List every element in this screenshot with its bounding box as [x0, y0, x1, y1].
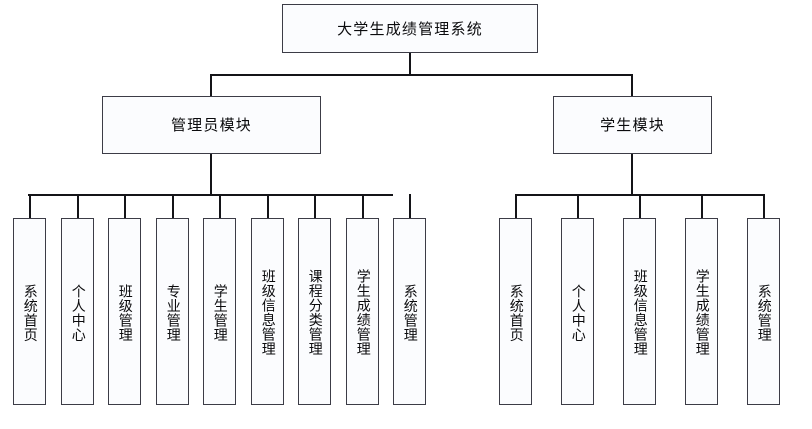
leaf-node-student-leaf-4[interactable]: 学生成绩管理 [685, 218, 718, 405]
leaf-node-admin-leaf-3-label: 班级管理 [116, 283, 133, 342]
connector-student-leaf-2-drop [576, 194, 579, 218]
root-node[interactable]: 大学生成绩管理系统 [282, 4, 538, 53]
branch-node-student-module-label: 学生模块 [600, 116, 665, 134]
leaf-node-admin-leaf-4[interactable]: 专业管理 [156, 218, 189, 405]
connector-admin-leaf-5-drop [218, 194, 221, 218]
branch-node-student-module[interactable]: 学生模块 [553, 96, 712, 154]
leaf-node-admin-leaf-1[interactable]: 系统首页 [13, 218, 46, 405]
connector-student-down [631, 74, 633, 97]
leaf-node-admin-leaf-9-label: 系统管理 [401, 283, 418, 342]
leaf-node-student-leaf-1[interactable]: 系统首页 [499, 218, 532, 405]
connector-admin-leaf-8-drop [361, 194, 364, 218]
leaf-node-student-leaf-3-label: 班级信息管理 [631, 269, 648, 356]
connector-root-down [409, 53, 411, 75]
connector-level1-bus [210, 74, 633, 76]
connector-student-leaf-1-drop [514, 194, 517, 218]
leaf-node-admin-leaf-6[interactable]: 班级信息管理 [251, 218, 284, 405]
connector-admin-stem [210, 154, 212, 195]
root-node-label: 大学生成绩管理系统 [337, 19, 483, 38]
leaf-node-admin-leaf-2[interactable]: 个人中心 [61, 218, 94, 405]
leaf-node-admin-leaf-5[interactable]: 学生管理 [203, 218, 236, 405]
connector-admin-leaf-2-drop [76, 194, 79, 218]
leaf-node-student-leaf-4-label: 学生成绩管理 [693, 269, 710, 356]
connector-admin-leaf-6-drop [266, 194, 269, 218]
connector-student-leaf-3-drop [638, 194, 641, 218]
leaf-node-admin-leaf-5-label: 学生管理 [211, 283, 228, 342]
connector-student-leaf-5-drop [762, 194, 765, 218]
leaf-node-admin-leaf-1-label: 系统首页 [21, 283, 38, 342]
connector-admin-leaf-1-drop [28, 194, 31, 218]
connector-admin-leaf-9-drop [408, 194, 411, 218]
leaf-node-admin-leaf-7[interactable]: 课程分类管理 [298, 218, 331, 405]
leaf-node-student-leaf-3[interactable]: 班级信息管理 [623, 218, 656, 405]
connector-admin-leaf-bus [28, 194, 393, 196]
connector-student-leaf-4-drop [700, 194, 703, 218]
leaf-node-student-leaf-1-label: 系统首页 [507, 283, 524, 342]
leaf-node-student-leaf-5[interactable]: 系统管理 [747, 218, 780, 405]
branch-node-admin-module[interactable]: 管理员模块 [102, 96, 321, 154]
connector-admin-leaf-7-drop [313, 194, 316, 218]
leaf-node-admin-leaf-9[interactable]: 系统管理 [393, 218, 426, 405]
connector-admin-leaf-3-drop [123, 194, 126, 218]
leaf-node-admin-leaf-6-label: 班级信息管理 [259, 269, 276, 356]
leaf-node-admin-leaf-2-label: 个人中心 [69, 283, 86, 342]
leaf-node-admin-leaf-8[interactable]: 学生成绩管理 [346, 218, 379, 405]
connector-student-stem [631, 154, 633, 195]
branch-node-admin-module-label: 管理员模块 [170, 116, 252, 134]
leaf-node-student-leaf-2-label: 个人中心 [569, 283, 586, 342]
leaf-node-admin-leaf-8-label: 学生成绩管理 [354, 269, 371, 356]
connector-admin-down [210, 74, 212, 97]
connector-admin-leaf-4-drop [171, 194, 174, 218]
leaf-node-admin-leaf-7-label: 课程分类管理 [306, 269, 323, 356]
leaf-node-admin-leaf-4-label: 专业管理 [164, 283, 181, 342]
leaf-node-student-leaf-5-label: 系统管理 [755, 283, 772, 342]
leaf-node-admin-leaf-3[interactable]: 班级管理 [108, 218, 141, 405]
leaf-node-student-leaf-2[interactable]: 个人中心 [561, 218, 594, 405]
